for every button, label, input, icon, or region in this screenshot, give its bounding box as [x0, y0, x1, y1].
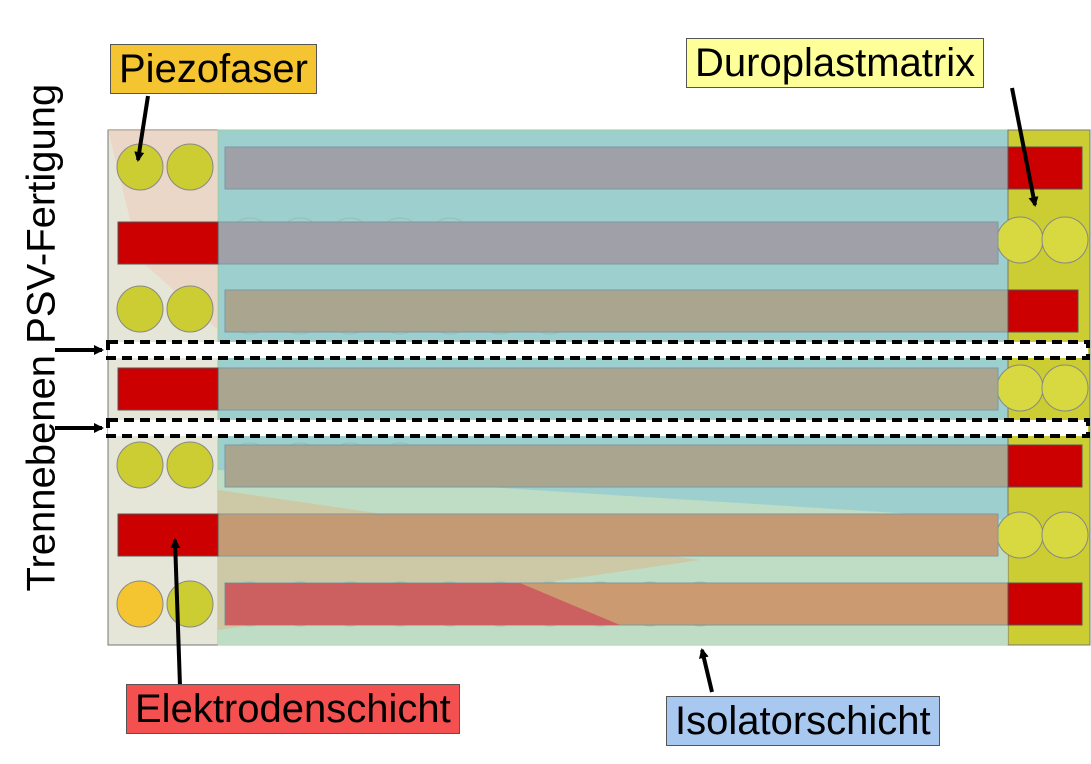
- right-piezo-fibers: [996, 216, 1089, 559]
- arrow-elektrodenschicht: [170, 538, 182, 687]
- left-piezo-fibers: [116, 143, 214, 628]
- separation-plane-1: [106, 340, 1090, 360]
- separation-plane-2: [106, 418, 1090, 438]
- label-duroplastmatrix: Duroplastmatrix: [686, 38, 985, 88]
- label-isolatorschicht: Isolatorschicht: [666, 696, 940, 746]
- label-elektrodenschicht: Elektrodenschicht: [126, 684, 460, 734]
- label-trennebenen: Trennebenen PSV-Fertigung: [19, 83, 64, 592]
- arrow-isolatorschicht: [698, 648, 714, 693]
- label-piezofaser: Piezofaser: [110, 44, 317, 94]
- red-electrode-contacts: [117, 146, 1083, 626]
- arrow-piezofaser: [134, 95, 150, 162]
- arrow-duroplastmatrix: [1010, 87, 1039, 207]
